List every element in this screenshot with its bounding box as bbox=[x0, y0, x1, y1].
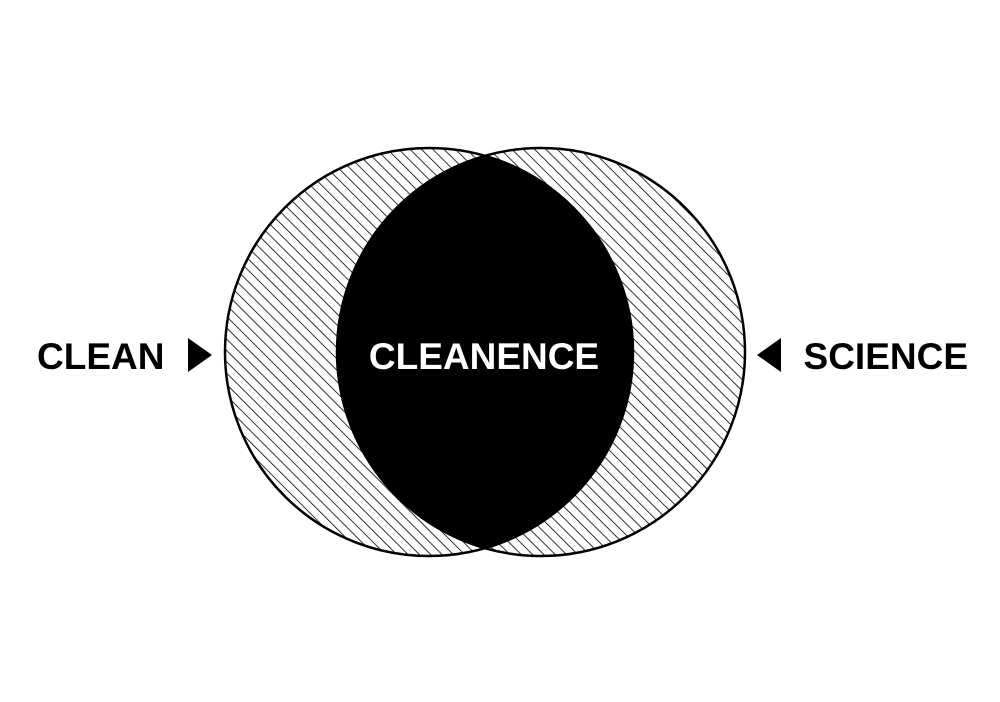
left-label: CLEAN bbox=[37, 336, 164, 377]
intersection-label: CLEANENCE bbox=[369, 336, 599, 377]
right-pointing-arrow-icon bbox=[188, 338, 212, 372]
left-circle-outline bbox=[223, 146, 635, 558]
left-pointing-arrow-icon bbox=[757, 338, 781, 372]
right-circle-outline bbox=[335, 146, 747, 558]
right-label: SCIENCE bbox=[804, 336, 968, 377]
intersection-region bbox=[337, 148, 633, 556]
